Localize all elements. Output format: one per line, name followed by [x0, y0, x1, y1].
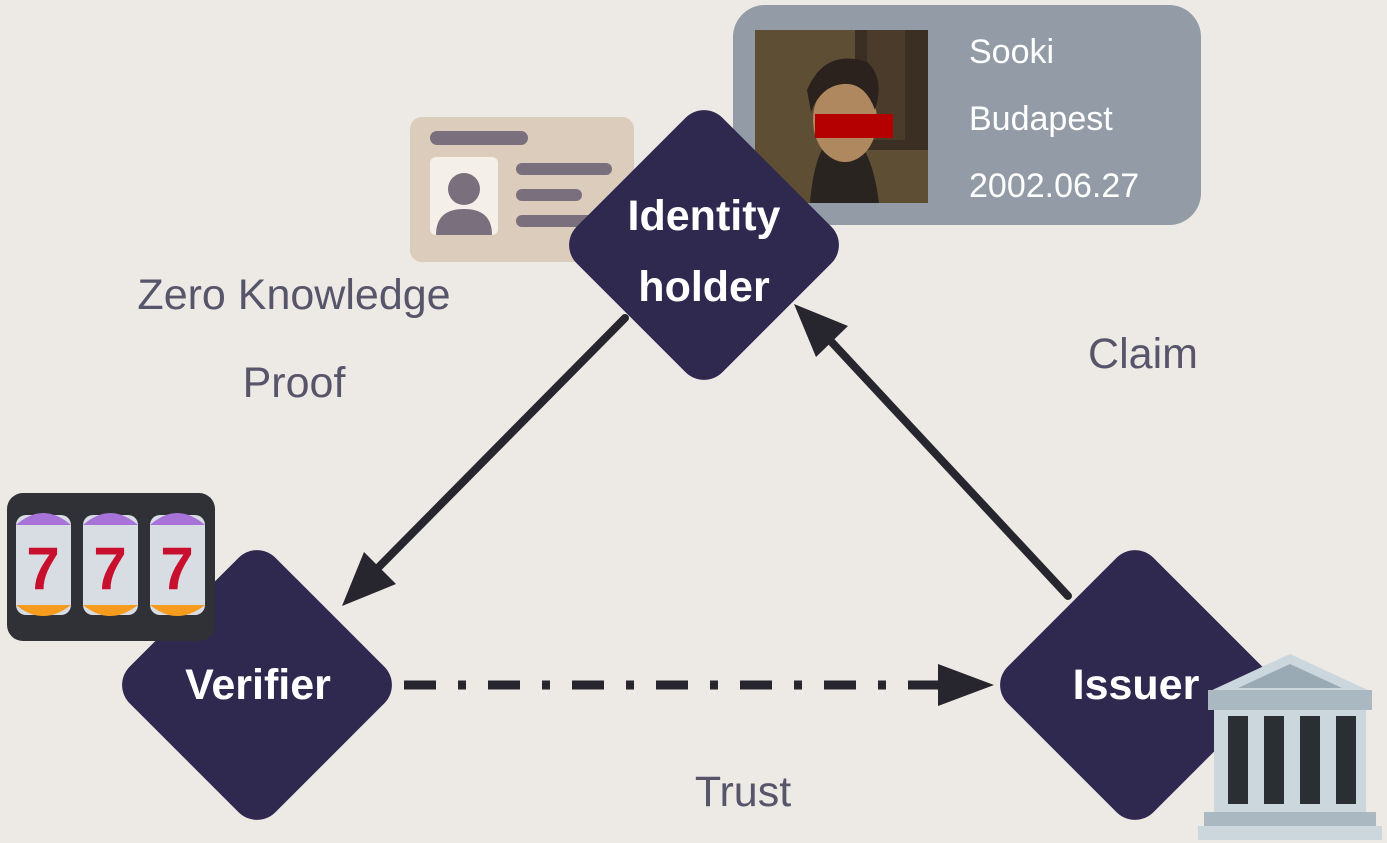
holder-name-text: Sooki [969, 33, 1055, 71]
slot-machine-icon: 7 7 7 [7, 493, 215, 641]
slot-digit-3: 7 [160, 535, 193, 602]
zkp-arrowhead [342, 552, 396, 606]
id-card-icon [410, 117, 634, 262]
verifier-label: Verifier [185, 661, 331, 709]
claim-label: Claim [1088, 330, 1198, 378]
claim-arrow-line [822, 332, 1072, 600]
trust-arrowhead [938, 664, 994, 706]
zkp-label-line2: Proof [242, 359, 346, 407]
holder-city-text: Budapest [969, 100, 1113, 138]
holder-date-text: 2002.06.27 [969, 167, 1140, 205]
portrait-avatar [755, 30, 928, 203]
slot-digit-1: 7 [26, 535, 59, 602]
zkp-arrow-line [364, 314, 629, 582]
trust-label: Trust [694, 768, 792, 816]
issuer-label: Issuer [1072, 661, 1200, 709]
claim-arrowhead [794, 304, 848, 357]
slot-digit-2: 7 [93, 535, 126, 602]
holder-label-line2: holder [638, 263, 770, 311]
holder-label-line1: Identity [627, 192, 781, 240]
bank-icon [1198, 654, 1382, 840]
zkp-label-line1: Zero Knowledge [137, 271, 451, 319]
